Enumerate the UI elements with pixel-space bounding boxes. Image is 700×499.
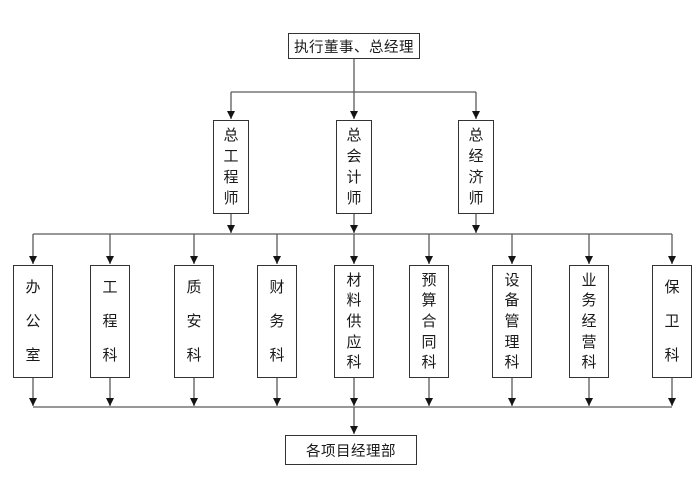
node-executive-director: 执行董事、总经理 (288, 33, 420, 59)
node-label: 各项目经理部 (306, 443, 396, 460)
node-dept-equipment-management: 设备管理科 (492, 265, 532, 378)
node-label: 工程科 (102, 278, 118, 365)
node-dept-quality-safety: 质安科 (174, 265, 214, 378)
node-label: 保卫科 (664, 278, 680, 365)
node-project-manager-departments: 各项目经理部 (285, 435, 417, 465)
node-label: 财务科 (269, 278, 285, 365)
node-label: 总经济师 (468, 127, 484, 207)
node-label: 业务经营科 (581, 271, 597, 372)
node-dept-business-operations: 业务经营科 (569, 265, 609, 378)
node-dept-materials-supply: 材料供应科 (334, 265, 374, 378)
node-label: 设备管理科 (504, 271, 520, 372)
node-dept-finance: 财务科 (257, 265, 297, 378)
node-label: 材料供应科 (346, 271, 362, 372)
node-label: 预算合同科 (421, 271, 437, 372)
node-dept-security: 保卫科 (652, 265, 692, 378)
node-label: 质安科 (186, 278, 202, 365)
node-chief-accountant: 总会计师 (336, 120, 372, 214)
node-dept-engineering: 工程科 (90, 265, 130, 378)
node-chief-engineer: 总工程师 (213, 120, 249, 214)
node-dept-budget-contract: 预算合同科 (409, 265, 449, 378)
node-label: 总会计师 (346, 127, 362, 207)
node-dept-office: 办公室 (13, 265, 53, 378)
node-label: 办公室 (25, 278, 41, 365)
node-label: 总工程师 (223, 127, 239, 207)
node-label: 执行董事、总经理 (294, 39, 414, 56)
node-chief-economist: 总经济师 (458, 120, 494, 214)
